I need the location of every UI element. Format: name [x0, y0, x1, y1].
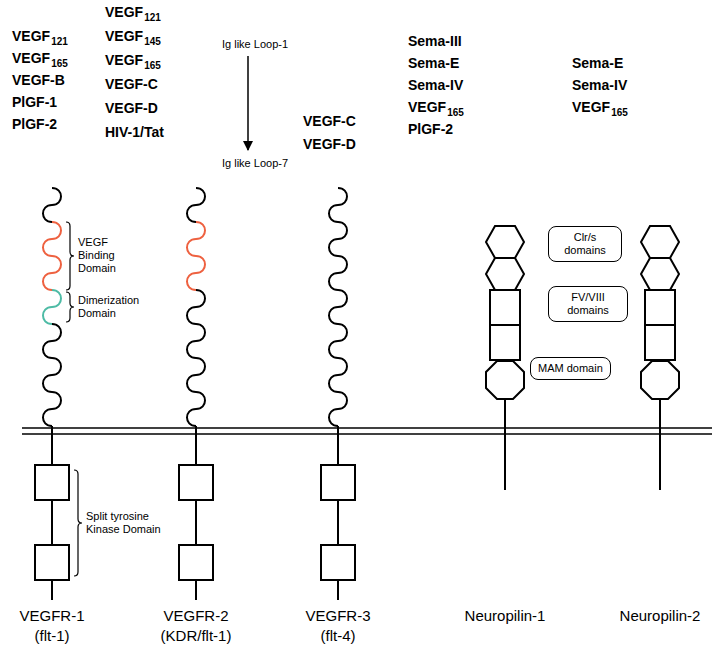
kinase-box: [179, 545, 213, 580]
ligand-label: Sema-IV: [408, 77, 463, 94]
domain-label: FV/VIII domains: [556, 291, 620, 317]
ligand-label: PlGF-2: [12, 116, 57, 133]
ligand-label: VEGF: [408, 99, 446, 116]
domain-box: MAM domain: [530, 357, 611, 380]
fv-viii-box: [645, 290, 675, 360]
subscript-label: 121: [51, 36, 68, 48]
kinase-box: [179, 465, 213, 500]
domain-box: FV/VIII domains: [548, 286, 628, 322]
cub-hexagon: [641, 226, 679, 258]
dimerization-loop: [43, 290, 61, 324]
ligand-label: VEGF-D: [105, 100, 158, 117]
subscript-label: 165: [144, 60, 161, 72]
ig-loop: [329, 188, 347, 426]
ligand-label: VEGF: [105, 28, 143, 45]
subscript-label: 145: [144, 36, 161, 48]
ligand-label: Sema-IV: [572, 77, 627, 94]
ligand-label: VEGF: [12, 50, 50, 67]
ligand-label: Sema-E: [572, 55, 623, 72]
ligand-label: VEGF: [572, 99, 610, 116]
membrane-line: [22, 433, 712, 435]
ig-loop: [187, 188, 205, 426]
cub-hexagon: [641, 258, 679, 290]
subscript-label: 165: [611, 107, 628, 119]
cub-hexagon: [486, 226, 524, 258]
ligand-label: VEGF-D: [303, 136, 356, 153]
vegfr2-receptor: [179, 188, 213, 600]
kinase-box: [35, 465, 69, 500]
receptor-name: Neuropilin-2: [620, 606, 701, 626]
ligand-label: PlGF-1: [12, 94, 57, 111]
receptor-name: Neuropilin-1: [465, 606, 546, 626]
ig-loop: [43, 188, 61, 426]
ligand-label: Sema-E: [408, 55, 459, 72]
ligand-label: VEGF-C: [105, 76, 158, 93]
subscript-label: 121: [144, 12, 161, 24]
ligand-label: VEGF-C: [303, 113, 356, 130]
kinase-box: [321, 465, 355, 500]
receptor-name: VEGFR-3 (flt-4): [298, 606, 378, 646]
bracket: [74, 470, 82, 576]
annotation-label: Ig like Loop-1: [222, 38, 288, 51]
membrane-line: [22, 427, 712, 429]
receptor-name: VEGFR-2 (KDR/flt-1): [146, 606, 246, 646]
cub-hexagon: [486, 258, 524, 290]
annotation-label: Dimerization Domain: [78, 294, 150, 320]
annotation-label: Ig like Loop-7: [222, 157, 288, 170]
kinase-box: [35, 545, 69, 580]
domain-label: Clr/s domains: [556, 231, 614, 257]
ligand-label: HIV-1/Tat: [105, 124, 164, 141]
ligand-label: VEGF: [105, 4, 143, 21]
bracket: [66, 222, 74, 290]
mam-octagon: [641, 361, 679, 399]
annotation-label: Split tyrosine Kinase Domain: [86, 510, 166, 536]
receptor-stem: [659, 399, 661, 490]
mam-octagon: [486, 361, 524, 399]
vegfr3-receptor: [321, 188, 355, 600]
order-arrow: [247, 56, 249, 150]
ligand-label: PlGF-2: [408, 121, 453, 138]
domain-box: Clr/s domains: [548, 226, 622, 262]
receptor-stem: [504, 399, 506, 490]
binding-loop: [187, 222, 205, 290]
annotation-label: VEGF Binding Domain: [78, 236, 128, 275]
bracket: [66, 292, 74, 322]
ligand-label: VEGF: [105, 52, 143, 69]
subscript-label: 165: [51, 58, 68, 70]
domain-label: MAM domain: [538, 362, 603, 375]
neuropilin2-receptor: [641, 226, 679, 490]
vegfr1-receptor: [35, 188, 69, 600]
fv-viii-box: [490, 290, 520, 360]
ligand-label: VEGF: [12, 28, 50, 45]
receptor-name: VEGFR-1 (flt-1): [12, 606, 92, 646]
kinase-box: [321, 545, 355, 580]
fv-viii-divider: [490, 324, 520, 326]
fv-viii-divider: [645, 324, 675, 326]
ligand-label: Sema-III: [408, 33, 462, 50]
binding-loop: [43, 222, 61, 290]
subscript-label: 165: [447, 107, 464, 119]
neuropilin1-receptor: [486, 226, 524, 490]
ligand-label: VEGF-B: [12, 72, 65, 89]
